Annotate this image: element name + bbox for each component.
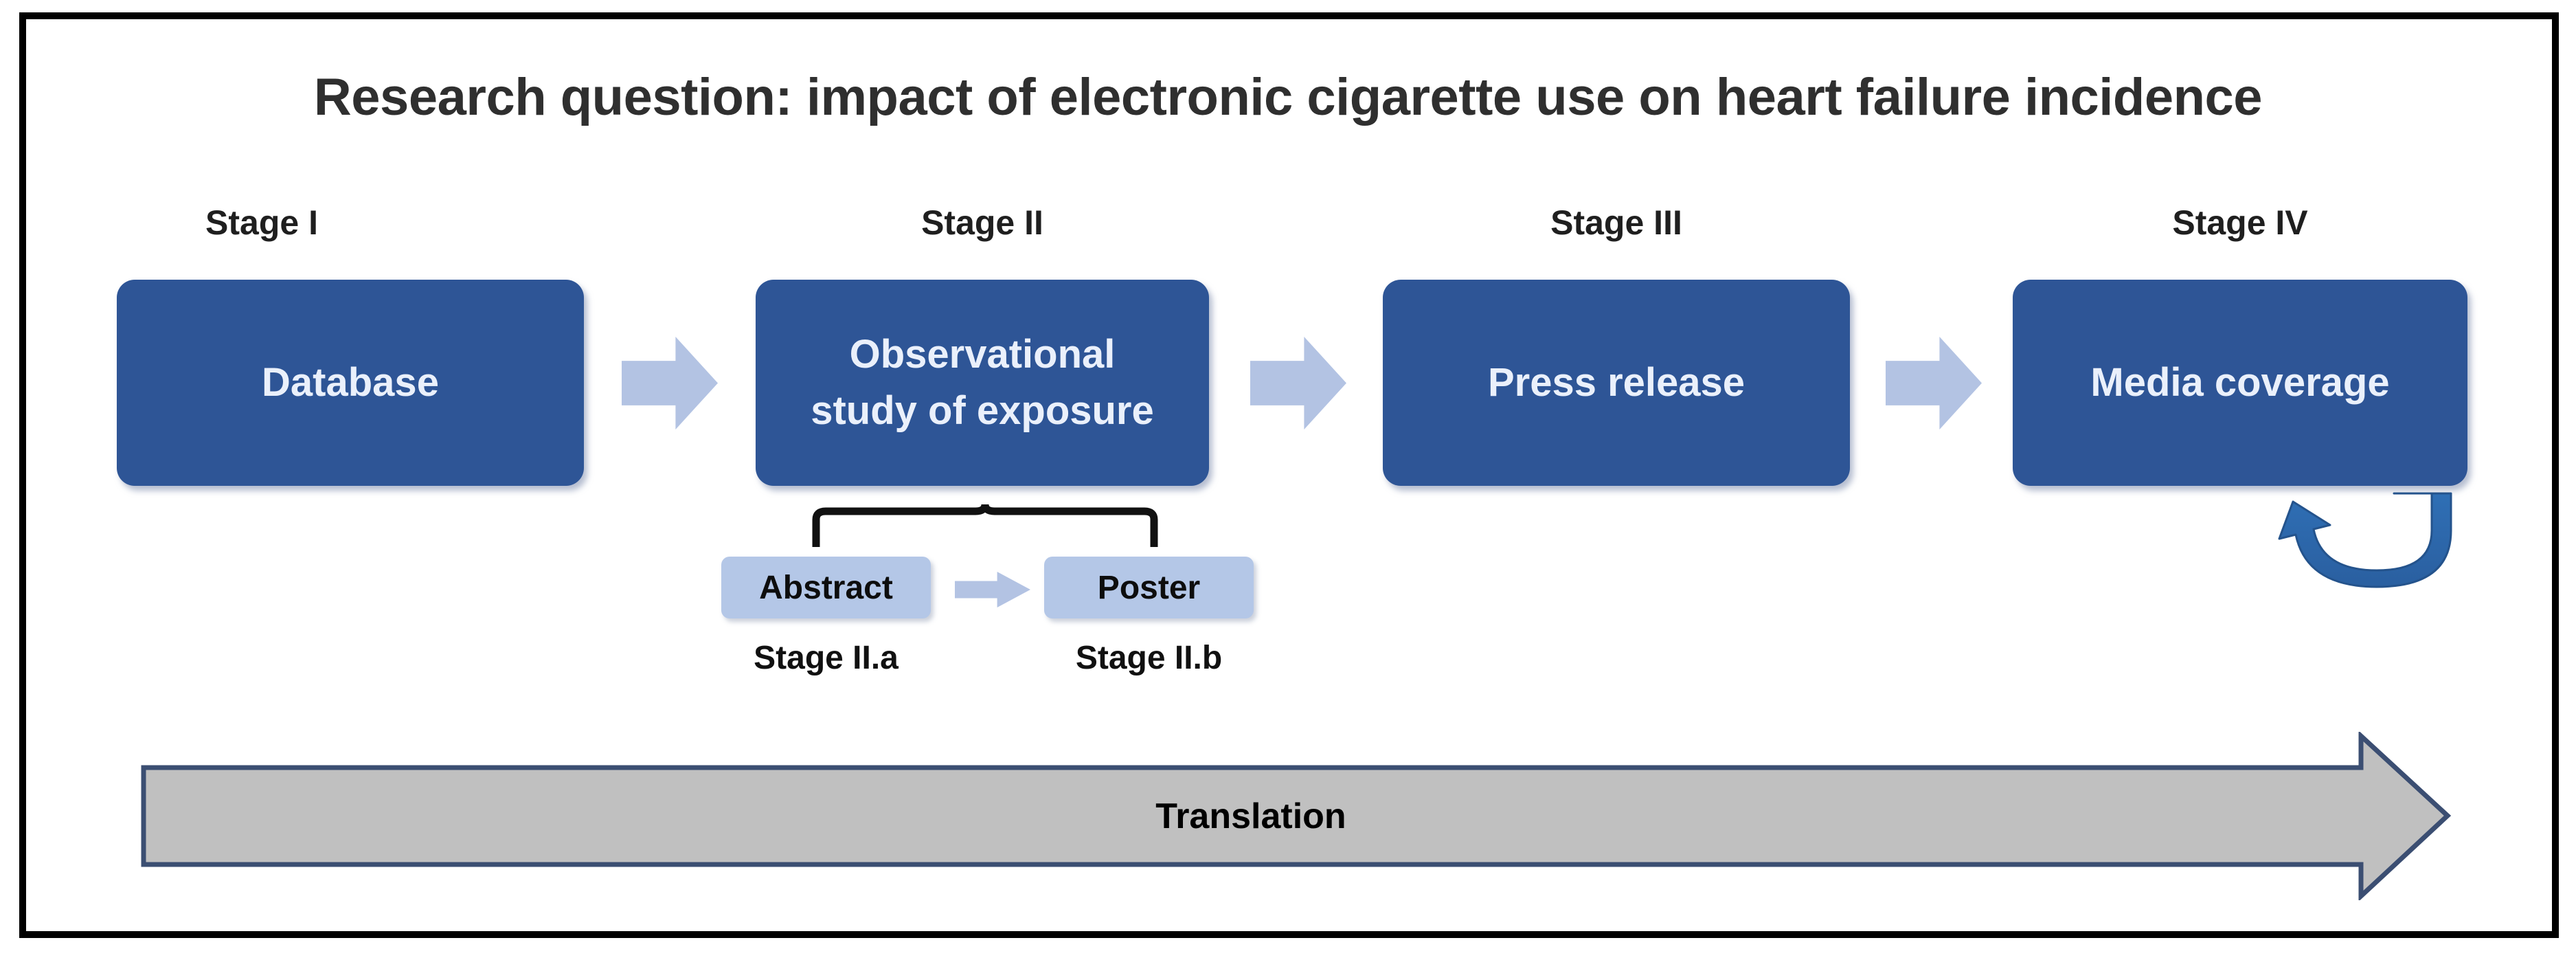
substage-caption-2b: Stage II.b — [1075, 640, 1223, 676]
substage-box-poster[interactable]: Poster — [1044, 557, 1254, 618]
translation-arrow: Translation — [141, 730, 2452, 902]
page-title: Research question: impact of electronic … — [313, 68, 2263, 126]
substage-caption-2a: Stage II.a — [754, 640, 899, 676]
stage-caption-4: Stage IV — [2172, 203, 2308, 242]
substage-box-abstract[interactable]: Abstract — [721, 557, 931, 618]
stage-caption-1: Stage I — [205, 203, 318, 242]
stage-box-database-label: Database — [262, 359, 439, 405]
curly-brace-icon — [811, 502, 1161, 550]
stage-box-press-release-label: Press release — [1487, 359, 1745, 405]
u-turn-loop-arrow-icon — [2267, 489, 2473, 592]
stage-caption-2: Stage II — [921, 203, 1043, 242]
stage-box-observational-study-label-line-2: study of exposure — [811, 388, 1154, 433]
stage-box-media-coverage-label: Media coverage — [2090, 359, 2390, 405]
substage-box-abstract-label: Abstract — [759, 569, 893, 606]
stage-box-database[interactable]: Database — [117, 280, 584, 486]
stage-box-media-coverage[interactable]: Media coverage — [2013, 280, 2467, 486]
substage-box-poster-label: Poster — [1097, 569, 1201, 606]
stage-caption-3: Stage III — [1550, 203, 1682, 242]
stage-box-press-release[interactable]: Press release — [1383, 280, 1850, 486]
stage-box-observational-study-label-line-1: Observational — [849, 331, 1116, 377]
stage-box-observational-study[interactable]: Observational study of exposure — [756, 280, 1209, 486]
